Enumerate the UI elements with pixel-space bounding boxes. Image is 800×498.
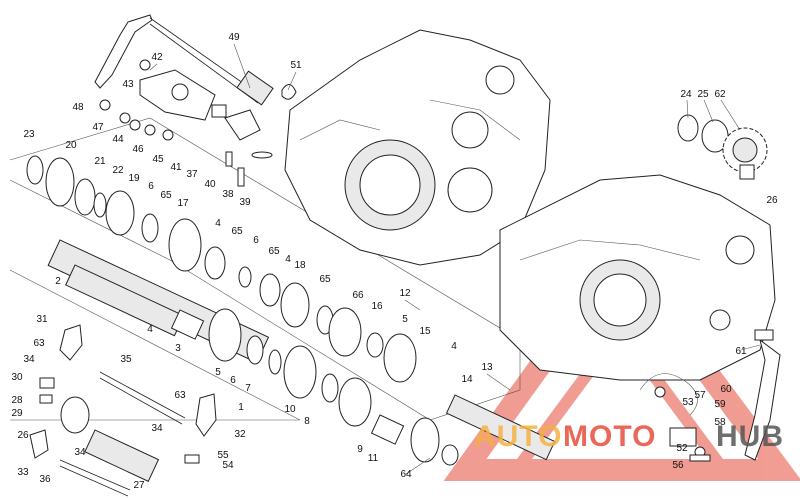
callout-1: 1 [238, 402, 244, 413]
callout-48: 48 [72, 102, 84, 113]
callout-44: 44 [112, 134, 124, 145]
callout-59: 59 [714, 399, 726, 410]
callout-63: 63 [174, 390, 186, 401]
callout-20: 20 [65, 140, 77, 151]
callout-7: 7 [245, 383, 251, 394]
watermark-logo: AUTO MOTO HUB [474, 420, 784, 453]
callout-14: 14 [461, 374, 473, 385]
leader-lines [149, 43, 761, 475]
callout-66: 66 [352, 290, 364, 301]
callout-12: 12 [399, 288, 411, 299]
callout-54: 54 [222, 460, 234, 471]
callout-65: 65 [268, 246, 280, 257]
callout-56: 56 [672, 460, 684, 471]
callout-22: 22 [112, 165, 124, 176]
callout-37: 37 [186, 169, 198, 180]
callout-16: 16 [371, 301, 383, 312]
callout-2: 2 [55, 276, 61, 287]
callout-6: 6 [230, 375, 236, 386]
callout-31: 31 [36, 314, 48, 325]
callout-61: 61 [735, 346, 747, 357]
callout-19: 19 [128, 173, 140, 184]
callout-6: 6 [253, 235, 259, 246]
callout-40: 40 [204, 179, 216, 190]
callout-21: 21 [94, 156, 106, 167]
callout-30: 30 [11, 372, 23, 383]
callout-49: 49 [228, 32, 240, 43]
left-crankcase [284, 29, 551, 266]
callout-55: 55 [217, 450, 229, 461]
callout-numbers: 4942435148474446454137403839232021221966… [11, 32, 778, 491]
callout-60: 60 [720, 384, 732, 395]
callout-4: 4 [147, 324, 153, 335]
callout-43: 43 [122, 79, 134, 90]
callout-4: 4 [451, 341, 457, 352]
callout-52: 52 [676, 443, 688, 454]
callout-65: 65 [160, 190, 172, 201]
callout-25: 25 [697, 89, 709, 100]
callout-3: 3 [175, 343, 181, 354]
callout-42: 42 [151, 52, 163, 63]
callout-27: 27 [133, 480, 145, 491]
callout-57: 57 [694, 390, 706, 401]
countershaft-gears [65, 264, 556, 466]
callout-9: 9 [357, 444, 363, 455]
gear-shift-lever [94, 14, 297, 106]
callout-63: 63 [33, 338, 45, 349]
kickstart-lever [639, 329, 781, 462]
callout-4: 4 [215, 218, 221, 229]
callout-18: 18 [294, 260, 306, 271]
callout-34: 34 [74, 447, 86, 458]
callout-65: 65 [231, 226, 243, 237]
callout-15: 15 [419, 326, 431, 337]
callout-11: 11 [368, 453, 379, 464]
callout-41: 41 [170, 162, 182, 173]
callout-51: 51 [290, 60, 302, 71]
output-sprocket-assembly [677, 114, 768, 180]
callout-28: 28 [11, 395, 23, 406]
callout-47: 47 [92, 122, 104, 133]
gear-cluster-outline [9, 117, 521, 421]
watermark-hub: HUB [716, 420, 784, 453]
watermark-auto: AUTO [474, 420, 562, 453]
callout-58: 58 [714, 417, 726, 428]
shift-drum-assembly [29, 324, 217, 497]
callout-53: 53 [682, 397, 694, 408]
watermark-moto: MOTO [563, 420, 656, 453]
callout-17: 17 [177, 198, 189, 209]
callout-34: 34 [151, 423, 163, 434]
callout-33: 33 [17, 467, 29, 478]
callout-38: 38 [222, 189, 234, 200]
callout-45: 45 [152, 154, 164, 165]
callout-64: 64 [400, 469, 412, 480]
callout-65: 65 [319, 274, 331, 285]
callout-26: 26 [766, 195, 778, 206]
right-crankcase [499, 174, 776, 381]
selector-plate [99, 59, 273, 187]
callout-26: 26 [17, 430, 29, 441]
callout-13: 13 [481, 362, 493, 373]
callout-10: 10 [284, 404, 296, 415]
callout-24: 24 [680, 89, 692, 100]
callout-62: 62 [714, 89, 726, 100]
callout-32: 32 [234, 429, 246, 440]
callout-5: 5 [215, 367, 221, 378]
callout-36: 36 [39, 474, 51, 485]
callout-34: 34 [23, 354, 35, 365]
callout-46: 46 [132, 144, 144, 155]
callout-29: 29 [11, 408, 23, 419]
callout-39: 39 [239, 197, 251, 208]
callout-6: 6 [148, 181, 154, 192]
callout-35: 35 [120, 354, 132, 365]
callout-23: 23 [23, 129, 35, 140]
callout-8: 8 [304, 416, 310, 427]
callout-5: 5 [402, 314, 408, 325]
callout-4: 4 [285, 254, 291, 265]
